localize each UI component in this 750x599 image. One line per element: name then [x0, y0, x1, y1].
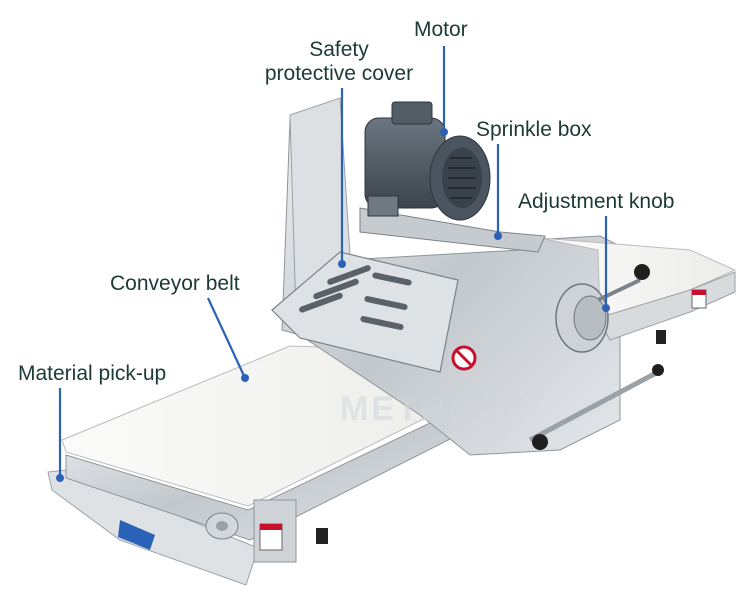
adjustment-knob [555, 264, 650, 353]
adjustment-knob-label: Adjustment knob [518, 190, 675, 213]
watermark-text: METHENK [340, 390, 529, 428]
motor-label: Motor [414, 18, 468, 41]
adjustment-knob-leader [602, 216, 610, 312]
conveyor-belt-label: Conveyor belt [110, 272, 240, 295]
material-pickup-leader [56, 388, 64, 482]
adjustment-lever [528, 369, 660, 443]
safety-cover-label: Safety protective cover [244, 38, 434, 86]
sprinkle-box-label: Sprinkle box [476, 118, 592, 141]
safety-cover-leader [338, 88, 346, 268]
safety-protective-cover [271, 251, 459, 373]
sprinkle-box-body [359, 207, 546, 253]
safety-cover-label-line1: Safety [309, 38, 369, 61]
conveyor-belt-leader [207, 297, 249, 382]
safety-cover-label-line2: protective cover [264, 62, 414, 85]
motor-unit [364, 101, 491, 221]
sprinkle-box-leader [494, 144, 502, 240]
rear-foot [656, 330, 666, 344]
front-foot [316, 528, 328, 544]
material-pickup-label: Material pick-up [18, 362, 167, 385]
motor-leader [440, 46, 448, 136]
tray-blue-mark [118, 520, 155, 550]
